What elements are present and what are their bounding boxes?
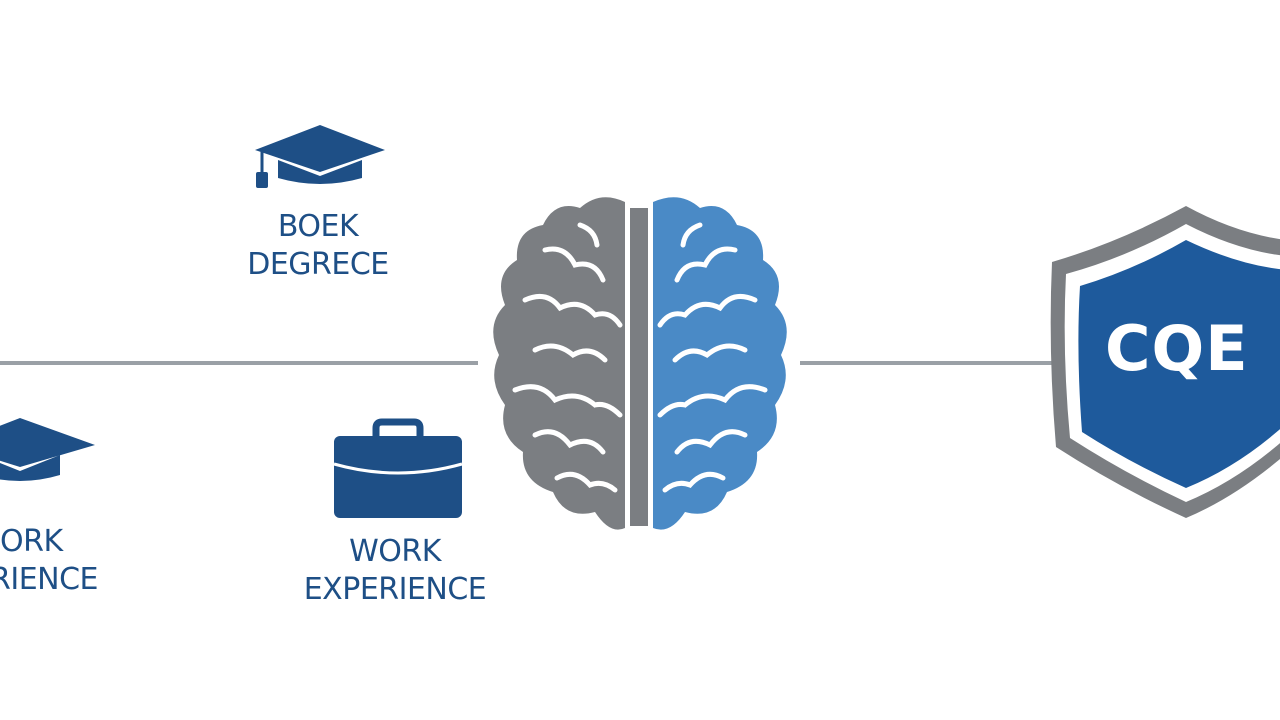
graduation-cap-icon-left [0,418,95,481]
graduation-cap-icon [255,125,385,188]
work-left-label-line2: RIENCE [0,562,99,597]
work-label: WORK EXPERIENCE [300,533,490,609]
connector-line-left [0,361,478,365]
degree-label-line1: BOEK [277,209,359,244]
cqe-badge-text: CQE [1105,312,1249,385]
degree-label: BOEK DEGRECE [238,208,398,284]
degree-label-line2: DEGRECE [247,247,389,282]
brain-divider [630,208,648,526]
connector-line-right [800,361,1062,365]
brain-left-hemisphere [493,197,625,530]
brain-right-hemisphere [653,197,787,530]
shield-icon [1050,206,1280,518]
work-left-label-line1: ORK [0,524,63,559]
work-label-line1: WORK [349,534,441,569]
work-left-label: ORK RIENCE [0,523,110,599]
briefcase-icon [333,418,463,518]
work-label-line2: EXPERIENCE [303,572,487,607]
brain-icon [493,197,787,530]
